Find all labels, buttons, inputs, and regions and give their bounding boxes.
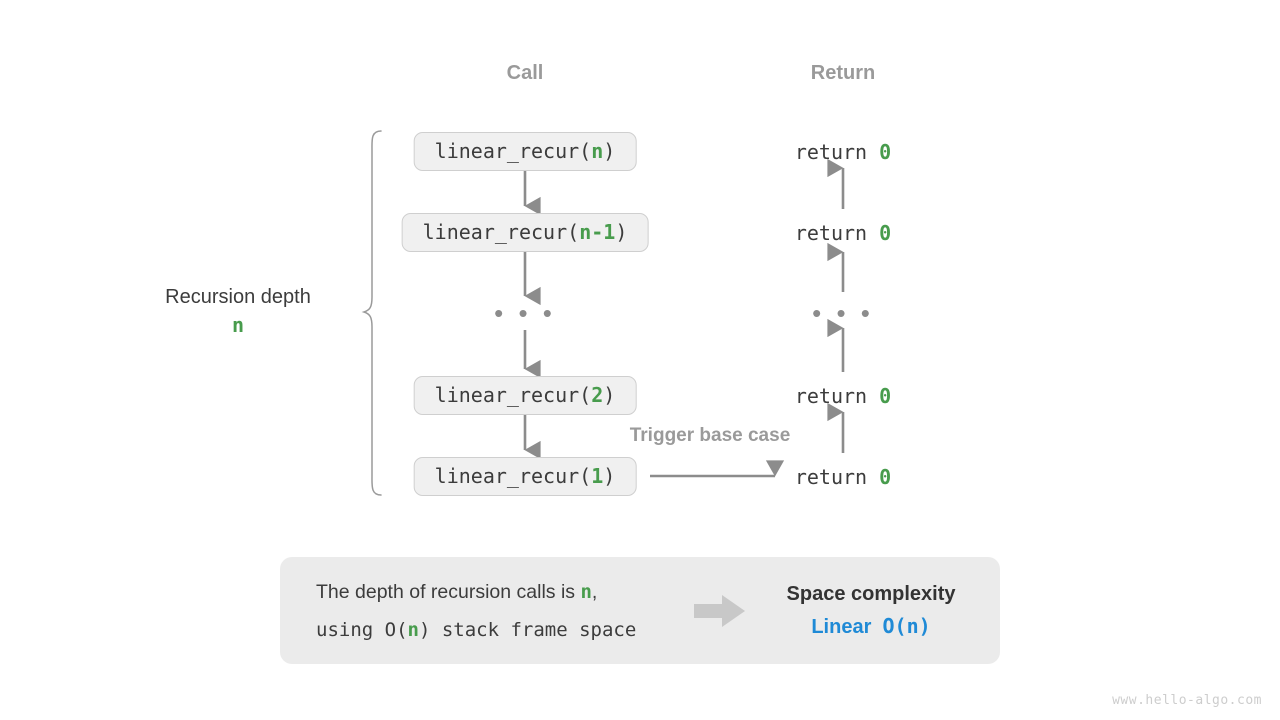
summary-result: Space complexity Linear O(n) [760, 578, 1000, 643]
call-frame-arg: n [591, 139, 604, 163]
column-header-call: Call [506, 62, 544, 84]
call-frame-label: linear_recur( [422, 220, 580, 244]
return-value: 0 [879, 384, 892, 408]
call-frame-label: linear_recur( [434, 383, 592, 407]
summary-line1-n: n [580, 580, 592, 603]
recursion-depth-label: Recursion depth n [165, 284, 311, 340]
call-ellipsis: • • • [494, 298, 556, 328]
summary-line-1: The depth of recursion calls is n, [316, 573, 680, 611]
summary-description: The depth of recursion calls is n, using… [280, 573, 680, 649]
summary-result-notation: O(n) [882, 614, 931, 638]
block-arrow-right-icon [680, 594, 760, 628]
return-value: 0 [879, 221, 892, 245]
call-frame-close: ) [603, 139, 616, 163]
watermark: www.hello-algo.com [1112, 693, 1262, 708]
call-frame-label: linear_recur( [434, 464, 592, 488]
summary-line2-b: ) stack frame space [418, 618, 637, 641]
return-statement: return 0 [795, 384, 891, 408]
summary-result-word: Linear [811, 616, 872, 638]
call-frame-box[interactable]: linear_recur(1) [413, 457, 637, 496]
column-header-return: Return [810, 62, 876, 84]
return-value: 0 [879, 140, 892, 164]
return-keyword: return [794, 384, 880, 408]
summary-line1-a: The depth of recursion calls is [316, 580, 581, 603]
trigger-base-case-note: Trigger base case [629, 425, 791, 446]
return-value: 0 [879, 465, 892, 489]
summary-line2-n: n [407, 618, 419, 641]
return-statement: return 0 [795, 140, 891, 164]
recursion-depth-brace [361, 130, 382, 496]
return-ellipsis: • • • [812, 298, 874, 328]
call-frame-arg: 1 [591, 464, 604, 488]
summary-line-2: using O(n) stack frame space [316, 611, 680, 649]
call-frame-box[interactable]: linear_recur(n) [413, 132, 637, 171]
summary-result-value: Linear O(n) [760, 610, 982, 643]
return-keyword: return [794, 221, 880, 245]
recursion-depth-title: Recursion depth [165, 286, 311, 308]
summary-panel: The depth of recursion calls is n, using… [280, 557, 1000, 664]
return-statement: return 0 [795, 465, 891, 489]
call-frame-label: linear_recur( [434, 139, 592, 163]
return-keyword: return [794, 465, 880, 489]
call-frame-close: ) [603, 464, 616, 488]
return-statement: return 0 [795, 221, 891, 245]
summary-line1-b: , [591, 580, 598, 603]
call-frame-box[interactable]: linear_recur(2) [413, 376, 637, 415]
call-frame-arg: 2 [591, 383, 604, 407]
summary-line2-a: using O( [316, 618, 408, 641]
call-frame-box[interactable]: linear_recur(n-1) [401, 213, 649, 252]
recursion-depth-value: n [231, 313, 245, 337]
call-frame-arg: n-1 [579, 220, 616, 244]
return-keyword: return [794, 140, 880, 164]
call-frame-close: ) [615, 220, 628, 244]
call-frame-close: ) [603, 383, 616, 407]
summary-result-title: Space complexity [786, 583, 956, 605]
